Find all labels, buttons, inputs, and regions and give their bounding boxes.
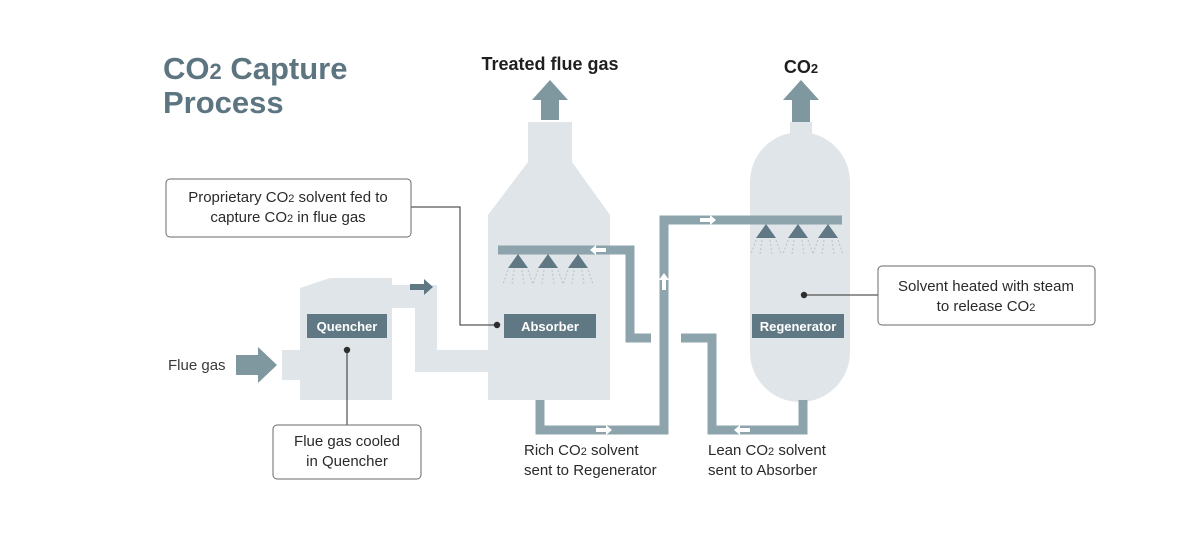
co2-output-label: CO2 <box>784 57 818 77</box>
solvent-pipes <box>498 215 842 435</box>
flow-arrow-left-icon <box>734 425 750 435</box>
solvent-callout-line-1: Proprietary CO2 solvent fed to <box>188 189 388 206</box>
absorber-spray-nozzles <box>502 254 594 285</box>
quencher-label: Quencher <box>317 319 378 334</box>
quencher-label-box: Quencher <box>307 314 387 338</box>
flow-arrow-left-icon <box>590 245 606 255</box>
solvent-callout: Proprietary CO2 solvent fed to capture C… <box>165 178 412 238</box>
flue-gas-label: Flue gas <box>168 357 226 374</box>
lean-solvent-pipe-upper <box>681 333 808 435</box>
quencher-callout-line-2: in Quencher <box>306 453 388 470</box>
rich-solvent-pipe <box>535 215 842 435</box>
solvent-callout-line-2: capture CO2 in flue gas <box>210 209 365 226</box>
title-line-2: Process <box>163 85 284 120</box>
rich-solvent-line-2: sent to Regenerator <box>524 462 657 479</box>
lean-solvent-label: Lean CO2 solvent sent to Absorber <box>708 442 827 479</box>
rich-solvent-line-1: Rich CO2 solvent <box>524 442 639 459</box>
regenerator-label: Regenerator <box>760 319 837 334</box>
leader-dots <box>343 291 808 354</box>
absorber-stack <box>528 122 572 162</box>
title-line-1: CO2 Capture <box>163 51 348 86</box>
callout-leader-lines <box>346 206 878 425</box>
lean-solvent-pipe-lower <box>498 245 651 343</box>
flow-arrow-up-icon <box>659 273 669 290</box>
quencher-callout-line-1: Flue gas cooled <box>294 433 400 450</box>
absorber-body <box>488 162 610 400</box>
regenerator-callout-line-2: to release CO2 <box>937 298 1036 315</box>
quencher-vessel <box>282 278 488 400</box>
regenerator-callout-line-1: Solvent heated with steam <box>898 278 1074 295</box>
regenerator-callout: Solvent heated with steam to release CO2 <box>877 265 1096 326</box>
absorber-label-box: Absorber <box>504 314 596 338</box>
quencher-outlet-duct <box>392 285 488 372</box>
regenerator-spray-nozzles <box>750 224 844 255</box>
rich-solvent-label: Rich CO2 solvent sent to Regenerator <box>524 442 657 479</box>
flow-arrow-right-icon <box>700 215 716 225</box>
regenerator-body <box>750 132 850 402</box>
co2-outlet-arrow-icon <box>783 80 819 122</box>
treated-gas-outlet-arrow-icon <box>532 80 568 120</box>
pipe-flow-arrows <box>590 215 750 435</box>
gas-flow-arrow-icon <box>410 279 433 295</box>
regenerator-label-box: Regenerator <box>752 314 844 338</box>
quencher-body <box>300 278 392 400</box>
regenerator-vessel <box>750 122 850 402</box>
treated-gas-label: Treated flue gas <box>481 54 618 74</box>
absorber-vessel <box>488 122 610 400</box>
lean-solvent-line-1: Lean CO2 solvent <box>708 442 827 459</box>
absorber-label: Absorber <box>521 319 579 334</box>
lean-solvent-line-2: sent to Absorber <box>708 462 817 479</box>
page-title: CO2 Capture Process <box>163 51 348 120</box>
flow-arrow-right-icon <box>596 425 612 435</box>
flue-gas-inlet-arrow-icon <box>236 347 277 383</box>
quencher-callout: Flue gas cooled in Quencher <box>272 424 422 480</box>
